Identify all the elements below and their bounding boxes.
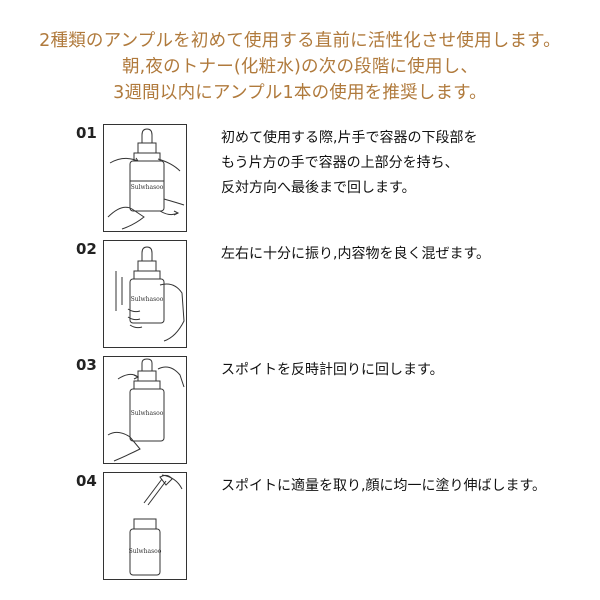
step-number: 02 <box>76 240 97 258</box>
step-number: 01 <box>76 124 97 142</box>
step-number: 04 <box>76 472 97 490</box>
brand-label: Sulwhasoo <box>131 296 164 303</box>
intro-header: 2種類のアンプルを初めて使用する直前に活性化させ使用します。 朝,夜のトナー(化… <box>0 28 600 106</box>
intro-line-3: 3週間以内にアンプル1本の使用を推奨します。 <box>113 83 487 103</box>
instruction-line: 反対方向へ最後まで回します。 <box>221 180 416 196</box>
step-2: 02 Sulwhasoo 左右に十分に振り,内容物を良く混ぜます。 <box>0 240 600 350</box>
step-instructions: スポイトを反時計回りに回します。 <box>221 358 444 383</box>
twist-bottle-icon: Sulwhasoo <box>103 124 187 232</box>
step-3: 03 Sulwhasoo スポイトを反時計回りに回します。 <box>0 356 600 466</box>
instruction-line: 左右に十分に振り,内容物を良く混ぜます。 <box>221 246 491 262</box>
instruction-line: スポイトを反時計回りに回します。 <box>221 362 444 378</box>
brand-label: Sulwhasoo <box>131 410 164 417</box>
intro-line-2: 朝,夜のトナー(化粧水)の次の段階に使用し、 <box>121 57 479 77</box>
step-number: 03 <box>76 356 97 374</box>
brand-label: Sulwhasoo <box>131 184 164 191</box>
shake-bottle-icon: Sulwhasoo <box>103 240 187 348</box>
step-instructions: 初めて使用する際,片手で容器の下段部を もう片方の手で容器の上部分を持ち、 反対… <box>221 126 477 201</box>
turn-dropper-icon: Sulwhasoo <box>103 356 187 464</box>
instruction-line: 初めて使用する際,片手で容器の下段部を <box>221 130 478 146</box>
instruction-line: スポイトに適量を取り,顔に均一に塗り伸ばします。 <box>221 478 547 494</box>
step-4: 04 Sulwhasoo スポイトに適量を取り,顔に均一に塗り伸ばします。 <box>0 472 600 582</box>
step-instructions: 左右に十分に振り,内容物を良く混ぜます。 <box>221 242 490 267</box>
brand-label: Sulwhasoo <box>129 548 162 555</box>
step-instructions: スポイトに適量を取り,顔に均一に塗り伸ばします。 <box>221 474 546 499</box>
intro-line-1: 2種類のアンプルを初めて使用する直前に活性化させ使用します。 <box>39 31 561 51</box>
dropper-apply-icon: Sulwhasoo <box>103 472 187 580</box>
instruction-line: もう片方の手で容器の上部分を持ち、 <box>221 155 459 171</box>
step-1: 01 Sulwhasoo 初めて使用する際,片手で容器の下段部を もう片方の手で… <box>0 124 600 234</box>
